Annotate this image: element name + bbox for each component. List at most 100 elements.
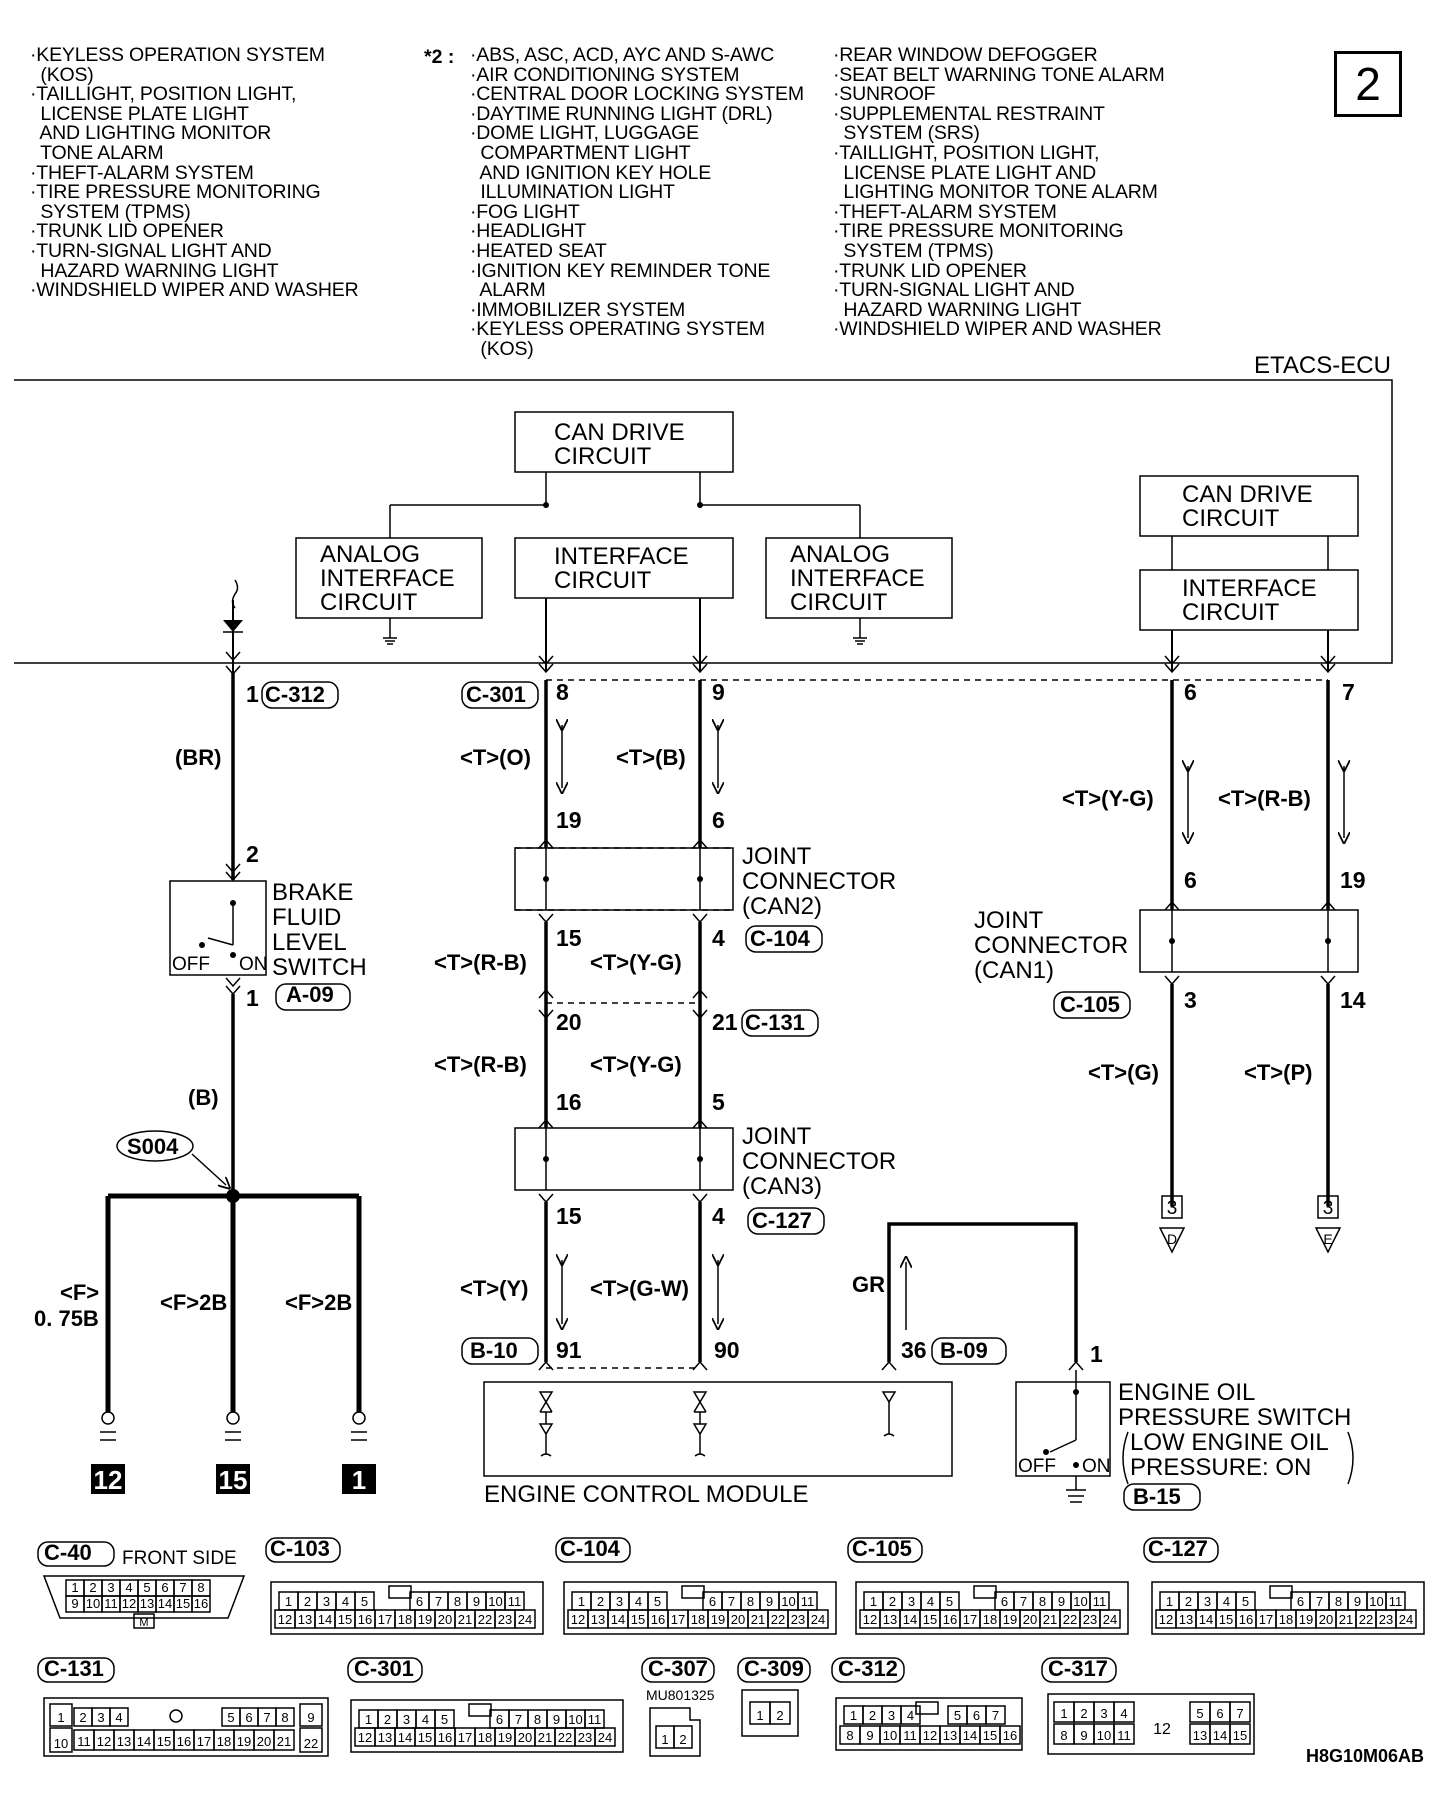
connector-pin-label: 9 <box>473 1594 480 1609</box>
connector-pin-label: 15 <box>418 1730 432 1745</box>
note-line: ·HEATED SEAT <box>470 239 607 262</box>
note-line: ·HEADLIGHT <box>470 220 587 243</box>
connector-pin-label: 2 <box>384 1712 391 1727</box>
ground-15: 15 <box>219 1465 248 1495</box>
connector-pin-label: 6 <box>709 1594 716 1609</box>
connector-pin-label: 5 <box>1196 1706 1203 1721</box>
connector-pin-label: 16 <box>943 1612 957 1627</box>
connector-pin-label: 1 <box>57 1710 64 1725</box>
connector-pin-label: 6 <box>1216 1706 1223 1721</box>
wire-trb: <T>(R-B) <box>1218 786 1311 811</box>
connector-pin-label: 22 <box>478 1612 492 1627</box>
can1-l3: (CAN1) <box>974 957 1054 984</box>
oil-pressure-switch <box>1015 1381 1111 1477</box>
note-line: ·DOME LIGHT, LUGGAGE <box>470 122 699 145</box>
interface-2-l2: CIRCUIT <box>1182 599 1280 626</box>
connector-pin-label: 9 <box>307 1710 314 1725</box>
connector-pin-label: 11 <box>801 1594 815 1609</box>
connector-pin <box>49 1727 73 1753</box>
connector-pin <box>1395 1609 1417 1629</box>
connector-pin-label: 8 <box>534 1712 541 1727</box>
connector-pin-label: 4 <box>927 1594 934 1609</box>
connector-pin-label: 11 <box>1117 1728 1131 1743</box>
pin-21: 21 <box>712 1009 738 1035</box>
interface-2-l1: INTERFACE <box>1182 575 1317 602</box>
connector-pin-label: 13 <box>883 1612 897 1627</box>
connector-pin-label: 6 <box>416 1594 423 1609</box>
oil-l3: LOW ENGINE OIL <box>1130 1429 1329 1456</box>
brake-fluid-switch <box>169 880 267 976</box>
pin-oil-1: 1 <box>1090 1341 1103 1367</box>
cv-c309-label: C-309 <box>744 1656 804 1681</box>
note-line: ·TURN-SIGNAL LIGHT AND <box>833 279 1075 302</box>
connector-pin-label: 4 <box>125 1580 132 1595</box>
connector-pin-label: 10 <box>1097 1728 1111 1743</box>
connector-pin-label: 13 <box>1179 1612 1193 1627</box>
connector-pin-label: 4 <box>1120 1706 1127 1721</box>
connector-pin-label: 17 <box>458 1730 472 1745</box>
connector-pin-label: 23 <box>791 1612 805 1627</box>
cv-c131-label: C-131 <box>44 1656 104 1681</box>
connector-pin-label: 22 <box>1063 1612 1077 1627</box>
connector-pin-label: 15 <box>176 1596 190 1611</box>
connector-pin-label: 10 <box>488 1594 502 1609</box>
connector-pin-label: 9 <box>553 1712 560 1727</box>
connector-pin <box>1099 1609 1121 1629</box>
conn-a09: A-09 <box>286 982 334 1007</box>
connector-pin <box>273 1729 295 1751</box>
connector-pin-label: 15 <box>631 1612 645 1627</box>
wire-f2b-2: <F>2B <box>285 1290 352 1315</box>
note-line: ·SUNROOF <box>833 83 936 106</box>
note-line: ·WINDSHIELD WIPER AND WASHER <box>833 318 1162 341</box>
ground-1: 1 <box>352 1465 366 1495</box>
connector-pin-label: 3 <box>1204 1594 1211 1609</box>
connector-pin-label: 5 <box>227 1710 234 1725</box>
wire-t0: <T>(O) <box>460 745 531 770</box>
connector-pin-label: 5 <box>946 1594 953 1609</box>
connector-pin-label: 15 <box>1219 1612 1233 1627</box>
connector-pin-label: 19 <box>1003 1612 1017 1627</box>
note-line: ILLUMINATION LIGHT <box>470 181 675 204</box>
can-drive-circuit-1 <box>514 411 734 473</box>
note-line: ·AIR CONDITIONING SYSTEM <box>470 63 740 86</box>
pin-16: 16 <box>556 1089 582 1115</box>
connector-pin-label: 2 <box>889 1594 896 1609</box>
pin-brake-1b: 1 <box>246 985 259 1011</box>
note-line: ·KEYLESS OPERATION SYSTEM <box>30 44 325 66</box>
connector-pin-label: 6 <box>973 1708 980 1723</box>
note-line: SYSTEM (TPMS) <box>833 239 994 262</box>
wire-tyg: <T>(Y-G) <box>1062 786 1154 811</box>
connector-pin <box>514 1609 536 1629</box>
connector-pin-label: 2 <box>304 1594 311 1609</box>
connector-pin-label: 14 <box>903 1612 917 1627</box>
connector-pin-label: 3 <box>616 1594 623 1609</box>
pin-3: 3 <box>1184 987 1197 1013</box>
interface-1-l2: CIRCUIT <box>554 567 652 594</box>
pin-5: 5 <box>712 1089 725 1115</box>
can1-l1: JOINT <box>974 907 1044 934</box>
note-line: ·SUPPLEMENTAL RESTRAINT <box>833 102 1105 125</box>
connector-pin-label: 24 <box>518 1612 532 1627</box>
connector-pin-label: 3 <box>888 1708 895 1723</box>
connector-pin-label: 13 <box>378 1730 392 1745</box>
connector-pin-label: 6 <box>1297 1594 1304 1609</box>
conn-c127: C-127 <box>752 1208 812 1233</box>
connector-pin-label: 11 <box>77 1734 91 1749</box>
connector-pin-label: 5 <box>143 1580 150 1595</box>
connector-pin-label: 10 <box>1073 1594 1087 1609</box>
note-line: ·REAR WINDOW DEFOGGER <box>833 44 1098 66</box>
connector-pin-label: 6 <box>496 1712 503 1727</box>
connector-pin-label: 5 <box>654 1594 661 1609</box>
connector-pin-label: 1 <box>578 1594 585 1609</box>
wire-tyg2: <T>(Y-G) <box>590 950 682 975</box>
connector-pin-label: 2 <box>79 1710 86 1725</box>
connector-pin-label: 2 <box>597 1594 604 1609</box>
connector-pin-label: 9 <box>866 1728 873 1743</box>
connector-pin-label: 19 <box>1299 1612 1313 1627</box>
wire-tp: <T>(P) <box>1244 1060 1312 1085</box>
analog-left-l3: CIRCUIT <box>320 589 418 616</box>
brake-off: OFF <box>172 954 210 975</box>
